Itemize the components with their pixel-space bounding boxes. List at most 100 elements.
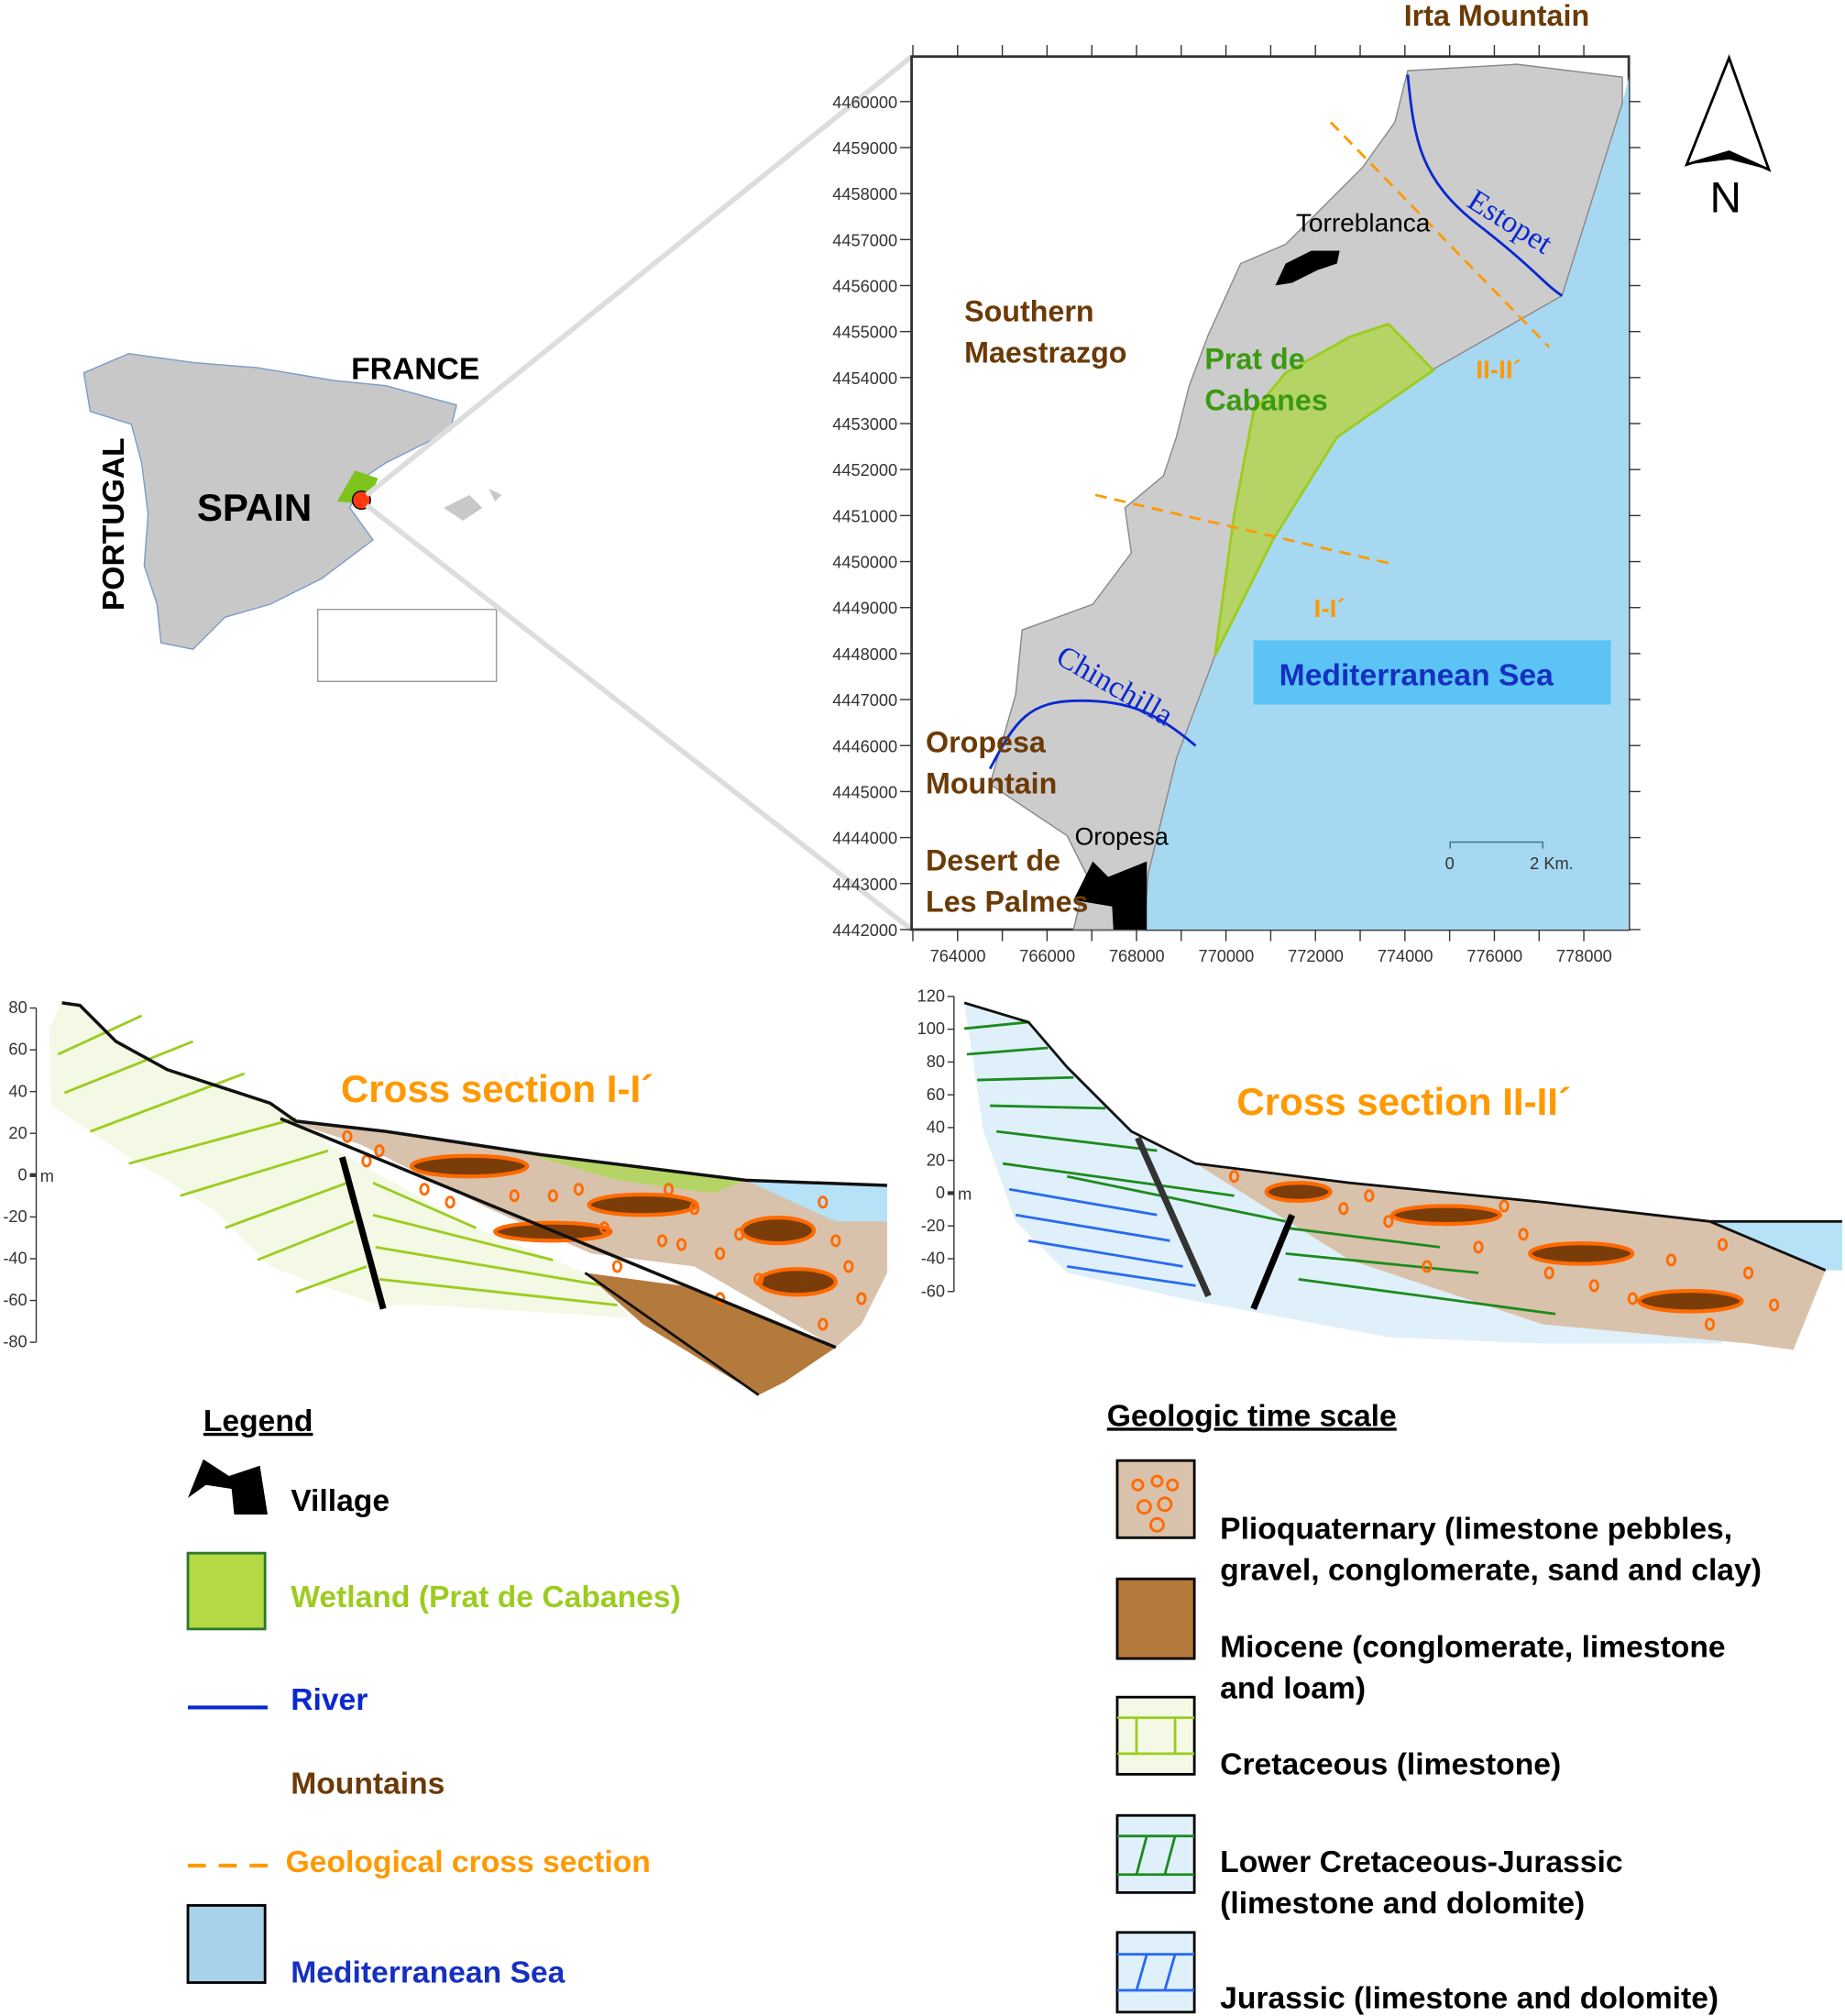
y-tick-label: 4453000 bbox=[832, 414, 897, 434]
legend-sea: Mediterranean Sea bbox=[291, 1956, 565, 1990]
pebble bbox=[734, 1228, 745, 1241]
pebble bbox=[1627, 1292, 1638, 1305]
legend-wetland: Wetland (Prat de Cabanes) bbox=[291, 1581, 681, 1614]
village-icon bbox=[1073, 861, 1148, 930]
pebble bbox=[1473, 1240, 1484, 1254]
cretaceous-hatching bbox=[57, 1014, 618, 1306]
wetland-prat-de-cabanes bbox=[1214, 322, 1436, 656]
scale-zero: 0 bbox=[1445, 854, 1455, 873]
mediterranean-sea-area bbox=[1144, 77, 1630, 930]
pebble bbox=[753, 1272, 764, 1286]
dolomite-icon bbox=[1116, 1834, 1195, 1877]
y-tick-label: 4446000 bbox=[832, 736, 897, 755]
y-tick-label: 4447000 bbox=[832, 690, 897, 710]
legend-mountains: Mountains bbox=[291, 1767, 445, 1801]
y-tick-label: 4456000 bbox=[832, 277, 897, 296]
wetland-layer bbox=[530, 1154, 746, 1194]
balearic-islands bbox=[444, 494, 483, 521]
fault-line bbox=[1250, 1213, 1295, 1310]
timescale-cretaceous: Cretaceous (limestone) bbox=[1220, 1747, 1561, 1781]
pebble bbox=[818, 1317, 829, 1331]
label-spain: SPAIN bbox=[197, 486, 312, 529]
pebble bbox=[656, 1234, 668, 1248]
timescale-plioquaternary: Plioquaternary (limestone pebbles, bbox=[1220, 1513, 1732, 1547]
pebble bbox=[419, 1183, 430, 1196]
pebble bbox=[361, 1154, 372, 1168]
timescale-miocene: Miocene (conglomerate, limestone bbox=[1220, 1631, 1725, 1665]
river-chinchilla bbox=[988, 699, 1197, 770]
timescale-lower-cretaceous-jurassic: Lower Cretaceous-Jurassic bbox=[1220, 1845, 1622, 1879]
axis-tick-label: -40 bbox=[3, 1249, 27, 1268]
pebble bbox=[1228, 1170, 1240, 1184]
y-tick-label: 4449000 bbox=[832, 599, 897, 618]
axis-tick-label: 60 bbox=[8, 1040, 27, 1059]
axis-tick-label: -60 bbox=[921, 1281, 945, 1300]
label-desert-de-les-palmes: Desert de bbox=[926, 843, 1060, 876]
balearic-islands bbox=[489, 488, 502, 501]
axis-unit: m bbox=[958, 1184, 972, 1203]
y-tick-label: 4442000 bbox=[832, 920, 897, 940]
axis-tick-label: 40 bbox=[927, 1118, 945, 1137]
pebble bbox=[547, 1189, 558, 1203]
fault-line bbox=[1135, 1136, 1212, 1298]
zoom-line bbox=[365, 54, 914, 498]
legend-river: River bbox=[291, 1683, 368, 1717]
pebble bbox=[342, 1129, 353, 1143]
pebble bbox=[1717, 1238, 1729, 1251]
jurassic-hatching bbox=[1008, 1187, 1196, 1287]
axis-tick-label: 20 bbox=[8, 1123, 27, 1142]
y-tick-label: 4460000 bbox=[832, 93, 897, 112]
contact-line bbox=[584, 1272, 760, 1396]
axis-tick-label: 20 bbox=[927, 1150, 945, 1169]
study-area-map: 4460000445900044580004457000445600044550… bbox=[832, 0, 1772, 965]
pebble bbox=[1383, 1215, 1394, 1228]
clay-lenses bbox=[409, 1153, 838, 1297]
pebble bbox=[374, 1144, 385, 1158]
pebble bbox=[1518, 1228, 1529, 1241]
pebble bbox=[1665, 1253, 1677, 1267]
axis-tick-label: 80 bbox=[8, 997, 27, 1017]
timescale-lower-cretaceous-jurassic: (limestone and dolomite) bbox=[1220, 1887, 1585, 1921]
axis-tick-label: 0 bbox=[936, 1183, 945, 1202]
pebble bbox=[688, 1202, 700, 1216]
pebble bbox=[1422, 1260, 1433, 1273]
north-label: N bbox=[1709, 173, 1741, 222]
miocene-layer bbox=[585, 1272, 836, 1395]
label-torreblanca: Torreblanca bbox=[1296, 208, 1431, 237]
section-2-title: Cross section II-II´ bbox=[1236, 1080, 1571, 1123]
label-prat-de-cabanes: Prat de bbox=[1204, 342, 1304, 375]
lower-cretaceous-hatching bbox=[963, 1020, 1556, 1316]
cretaceous-layer bbox=[49, 1002, 631, 1318]
axis-tick-label: 40 bbox=[8, 1081, 27, 1100]
x-tick-label: 778000 bbox=[1556, 946, 1612, 965]
pebble bbox=[611, 1260, 623, 1273]
y-tick-label: 4443000 bbox=[832, 875, 897, 894]
spain-overview-map: SPAIN FRANCE PORTUGAL bbox=[82, 54, 914, 932]
axis-unit: m bbox=[40, 1166, 54, 1185]
label-desert-de-les-palmes: Les Palmes bbox=[926, 885, 1088, 918]
pebble bbox=[509, 1189, 520, 1203]
geologic-time-scale: Geologic time scale Plioquaternary (lime… bbox=[1107, 1399, 1762, 2015]
y-tick-label: 4459000 bbox=[832, 138, 897, 158]
village-icon bbox=[1275, 250, 1340, 286]
lower-cretaceous-jurassic-swatch bbox=[1115, 1813, 1196, 1894]
contact-line bbox=[280, 1117, 837, 1350]
y-tick-label: 4450000 bbox=[832, 553, 897, 572]
section-1-title: Cross section I-I´ bbox=[341, 1067, 653, 1110]
pebble bbox=[1543, 1266, 1554, 1280]
dolomite-icon bbox=[1116, 1953, 1195, 1992]
label-section-2: II-II´ bbox=[1476, 355, 1521, 383]
pebble bbox=[675, 1238, 687, 1251]
y-tick-label: 4444000 bbox=[832, 829, 897, 848]
label-mediterranean-sea: Mediterranean Sea bbox=[1279, 658, 1554, 692]
timescale-miocene: and loam) bbox=[1220, 1672, 1366, 1706]
label-prat-de-cabanes: Cabanes bbox=[1204, 383, 1327, 416]
y-axis: 4460000445900044580004457000445600044550… bbox=[832, 93, 1641, 940]
y-tick-label: 4457000 bbox=[832, 230, 897, 249]
axis-tick-label: 0 bbox=[18, 1164, 27, 1184]
legend: Legend Village Wetland (Prat de Cabanes)… bbox=[186, 1405, 681, 1990]
jurassic-swatch bbox=[1115, 1931, 1196, 2014]
fault-line bbox=[338, 1156, 387, 1310]
